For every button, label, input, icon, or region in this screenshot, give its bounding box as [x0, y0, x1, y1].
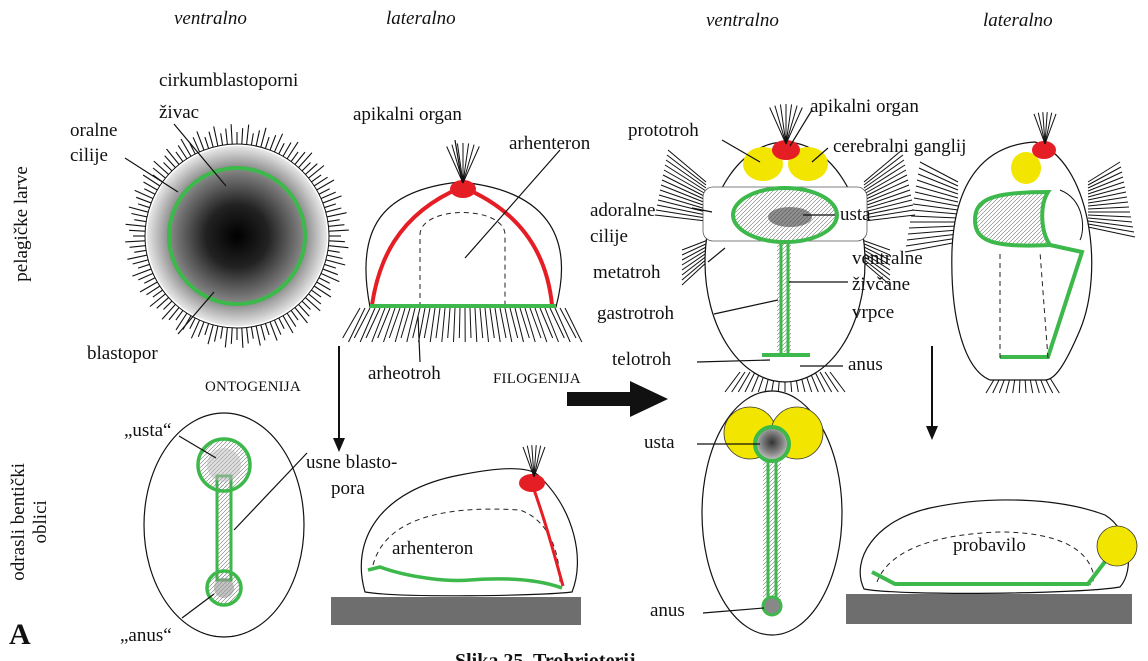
- phylogeny-arrow: [567, 381, 668, 417]
- label-filogenija: FILOGENIJA: [493, 371, 581, 388]
- label-usta-top: usta: [840, 204, 871, 226]
- lateral-larva-left: [343, 140, 582, 362]
- label-arhenteron-bottom: arhenteron: [392, 538, 473, 560]
- figure-caption: Slika 25. Trohrioterij: [455, 650, 636, 661]
- label-metatroh: metatroh: [593, 262, 661, 284]
- label-cirkum-1: cirkumblastoporni: [159, 70, 298, 92]
- label-usta-quoted: „usta“: [124, 420, 171, 442]
- label-adoralne-2: cilije: [590, 226, 628, 248]
- row-label-adults: odrasli bentički oblici: [8, 437, 52, 607]
- label-cerebralni: cerebralni ganglij: [833, 136, 966, 158]
- lateral-adult-right: [846, 500, 1137, 624]
- row-label-larvae: pelagičke larve: [11, 149, 33, 299]
- label-adoralne-1: adoralne: [590, 200, 655, 222]
- label-arhenteron-top: arhenteron: [509, 133, 590, 155]
- label-cirkum-2: živac: [159, 102, 199, 124]
- ventral-larva-left: [125, 124, 349, 348]
- label-ventralne-3: vrpce: [852, 302, 894, 324]
- label-usne-2: pora: [331, 478, 365, 500]
- header-lateral-right: lateralno: [983, 10, 1053, 32]
- header-lateral-left: lateralno: [386, 8, 456, 30]
- row-label-adults-line1: odrasli bentički: [8, 463, 29, 581]
- label-ontogenija: ONTOGENIJA: [205, 379, 301, 396]
- substrate: [331, 597, 581, 625]
- label-gastrotroh: gastrotroh: [597, 303, 674, 325]
- ventral-adult-left: [144, 413, 307, 637]
- header-ventral-right: ventralno: [706, 10, 779, 32]
- ventral-adult-right: [697, 391, 842, 635]
- header-ventral-left: ventralno: [174, 8, 247, 30]
- label-anus-top: anus: [848, 354, 883, 376]
- label-telotroh: telotroh: [612, 349, 671, 371]
- row-label-adults-line2: oblici: [30, 500, 51, 543]
- label-apikalni-left: apikalni organ: [353, 104, 462, 126]
- label-blastopor: blastopor: [87, 343, 158, 365]
- label-usta-bottom: usta: [644, 432, 675, 454]
- label-anus-bottom: anus: [650, 600, 685, 622]
- label-oralne-1: oralne: [70, 120, 117, 142]
- label-prototroh: prototroh: [628, 120, 699, 142]
- archeotroch-cilia: [343, 308, 582, 342]
- label-ventralne-2: živčane: [852, 274, 910, 296]
- label-probavilo: probavilo: [953, 535, 1026, 557]
- label-ventralne-1: ventralne: [852, 248, 923, 270]
- label-arheotroh: arheotroh: [368, 363, 441, 385]
- label-apikalni-right: apikalni organ: [810, 96, 919, 118]
- panel-letter: A: [9, 618, 31, 653]
- label-anus-quoted: „anus“: [120, 625, 172, 647]
- label-oralne-2: cilije: [70, 145, 108, 167]
- label-usne-1: usne blasto-: [306, 452, 397, 474]
